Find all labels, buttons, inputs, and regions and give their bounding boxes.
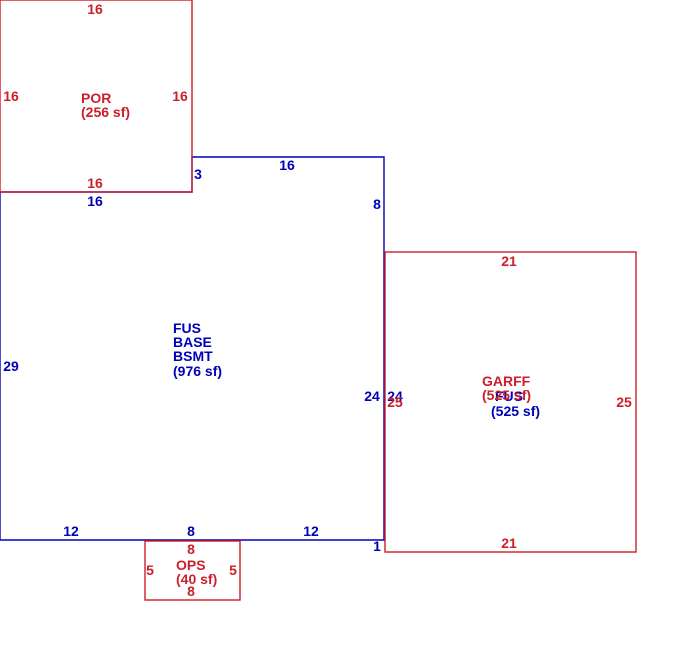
porch-label-name: POR: [81, 90, 111, 106]
open-porch-label-name: OPS: [176, 557, 206, 573]
house-dim-bottom-right: 12: [303, 523, 319, 539]
garage-dim-left: 25: [387, 394, 403, 410]
open-porch-dim-left: 5: [146, 562, 154, 578]
open-porch-dim-bottom: 8: [187, 583, 195, 599]
porch-dim-top: 16: [87, 1, 103, 17]
garage-sub-label-name: FUS: [495, 388, 523, 404]
house-dim-bottom-mid: 8: [187, 523, 195, 539]
porch-dim-left: 16: [3, 88, 19, 104]
porch-dim-bottom: 16: [87, 175, 103, 191]
house-label-area: (976 sf): [173, 363, 222, 379]
garage-label-area: (525 sf): [482, 387, 531, 403]
house-dim-top: 16: [279, 157, 295, 173]
porch-outline: [0, 0, 193, 193]
garage-sub-label-area: (525 sf): [491, 403, 540, 419]
house-label-line-1: FUS: [173, 320, 201, 336]
porch-label-area: (256 sf): [81, 104, 130, 120]
house-dim-left: 29: [3, 358, 19, 374]
garage-dim-right: 25: [616, 394, 632, 410]
house-label-line-3: BSMT: [173, 348, 213, 364]
house-dim-step-left: 3: [194, 166, 202, 182]
house-dim-under-porch: 16: [87, 193, 103, 209]
open-porch-label-area: (40 sf): [176, 571, 217, 587]
open-porch-outline: [144, 540, 241, 601]
open-porch-dim-top: 8: [187, 541, 195, 557]
house-dim-right-lower: 24: [364, 388, 380, 404]
house-dim-bottom-left: 12: [63, 523, 79, 539]
garage-dim-bottom: 21: [501, 535, 517, 551]
house-label-line-2: BASE: [173, 334, 212, 350]
garage-sub-dim-left: 24: [387, 388, 403, 404]
open-porch-dim-right: 5: [229, 562, 237, 578]
garage-outline: [384, 251, 637, 553]
house-dim-corner: 1: [373, 538, 381, 554]
garage-dim-top: 21: [501, 253, 517, 269]
porch-dim-right: 16: [172, 88, 188, 104]
house-dim-right-upper: 8: [373, 196, 381, 212]
garage-label-name: GARFF: [482, 373, 531, 389]
